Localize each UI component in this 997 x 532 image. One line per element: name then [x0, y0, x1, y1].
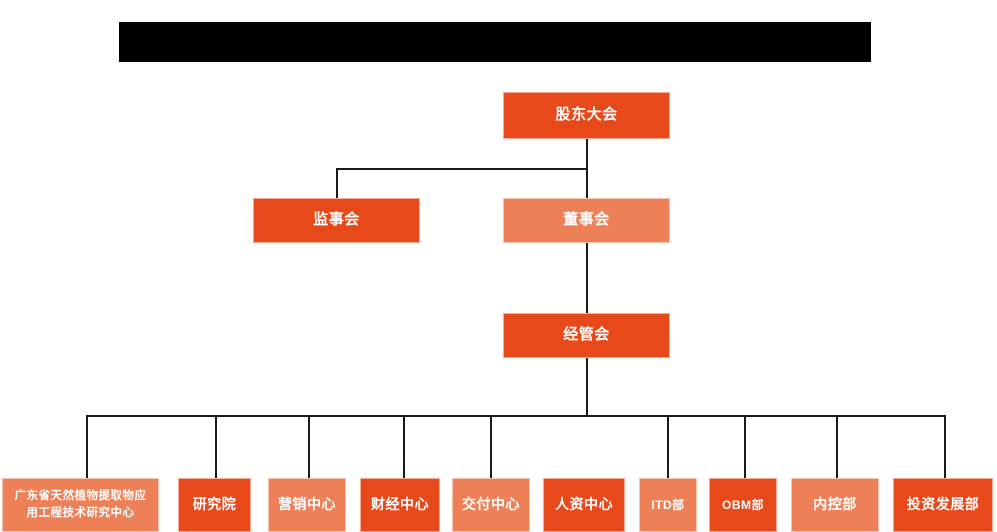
node-board-of-directors[interactable]: 董事会	[503, 198, 670, 243]
connector-management-to-bus	[586, 358, 588, 416]
redacted-title-bar	[119, 22, 871, 62]
node-dept-obm[interactable]: OBM部	[709, 478, 777, 532]
connector-drop-investment	[944, 415, 946, 478]
node-dept-internal-control[interactable]: 内控部	[791, 478, 879, 532]
dept-label-line2: 用工程技术研究中心	[26, 507, 135, 519]
node-board-of-supervisors[interactable]: 监事会	[253, 198, 420, 243]
node-dept-marketing-center[interactable]: 营销中心	[268, 478, 346, 532]
connector-drop-internal-ctl	[836, 415, 838, 478]
connector-department-bus	[86, 415, 946, 417]
connector-shareholders-down	[586, 139, 588, 169]
connector-drop-marketing	[308, 415, 310, 478]
node-dept-delivery-center[interactable]: 交付中心	[452, 478, 530, 532]
node-dept-hr-center[interactable]: 人资中心	[543, 478, 625, 532]
connector-shareholders-to-supervisors-horizontal	[336, 168, 588, 170]
connector-drop-research	[215, 415, 217, 478]
connector-board-drop	[586, 168, 588, 198]
node-management-committee[interactable]: 经管会	[503, 313, 670, 358]
node-dept-research-institute[interactable]: 研究院	[178, 478, 251, 532]
node-shareholders-meeting[interactable]: 股东大会	[503, 92, 670, 139]
node-dept-investment-development[interactable]: 投资发展部	[893, 478, 993, 532]
connector-drop-finance	[403, 415, 405, 478]
connector-drop-itd	[667, 415, 669, 478]
node-dept-finance-center[interactable]: 财经中心	[360, 478, 440, 532]
connector-drop-obm	[744, 415, 746, 478]
connector-supervisors-drop	[336, 168, 338, 198]
node-dept-guangdong-engineering-center[interactable]: 广东省天然植物提取物应 用工程技术研究中心	[2, 478, 159, 532]
connector-drop-eng-center	[86, 415, 88, 478]
connector-board-to-management	[586, 243, 588, 313]
connector-drop-delivery	[490, 415, 492, 478]
node-dept-itd[interactable]: ITD部	[639, 478, 697, 532]
dept-label-line1: 广东省天然植物提取物应	[14, 490, 147, 503]
